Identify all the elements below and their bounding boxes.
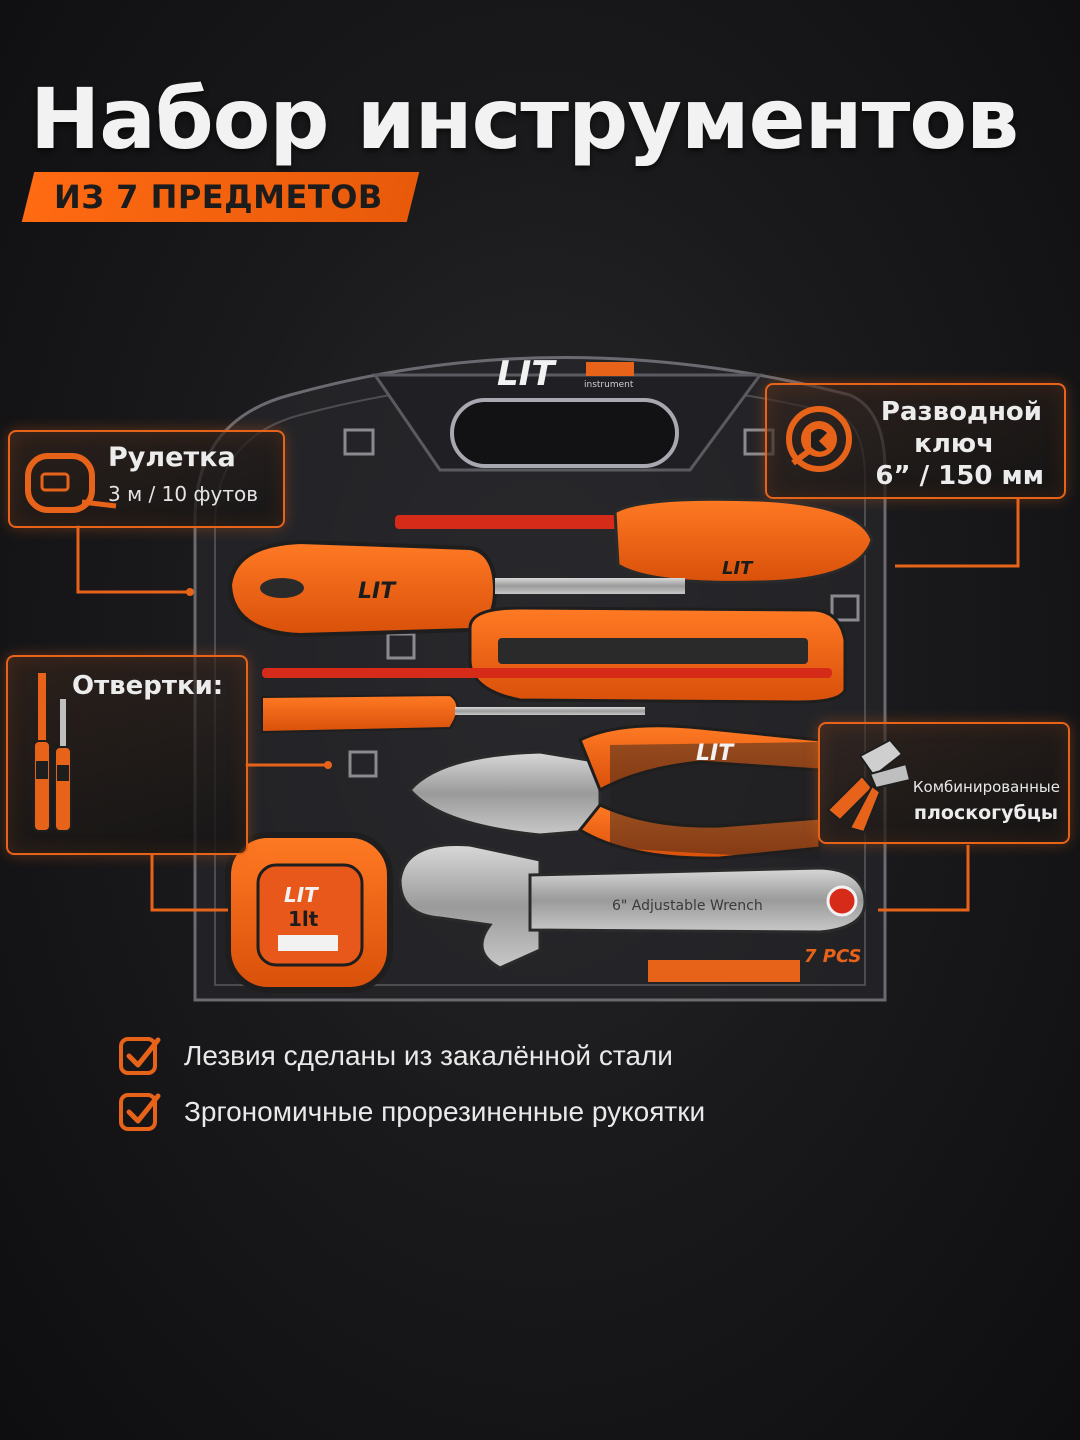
wrench-callout: Разводной ключ 6” / 150 мм	[765, 383, 1066, 499]
connector-line	[76, 525, 190, 594]
wrench-icon	[786, 406, 852, 472]
tape-logo: LIT	[284, 883, 319, 907]
tape-callout-title: Рулетка	[108, 442, 236, 473]
connector-dot	[186, 588, 194, 596]
wrench-callout-line1: Разводной	[880, 397, 1042, 427]
pliers-callout-line1: Комбинированные	[912, 778, 1060, 796]
tester-tip	[455, 707, 645, 715]
tape-callout-spec: 3 м / 10 футов	[108, 482, 259, 506]
wrench-callout-line3: 6” / 150 мм	[875, 461, 1044, 491]
screwdrivers-callout-title: Отвертки:	[72, 671, 224, 701]
wrench-callout-line2: ключ	[914, 429, 994, 459]
mount-square	[830, 594, 860, 622]
screwdriver-grip	[260, 578, 304, 598]
wrench-head	[398, 842, 542, 970]
feature-text: Лезвия сделаны из закалённой стали	[184, 1040, 673, 1071]
tape-measure-callout: Рулетка 3 м / 10 футов	[8, 430, 285, 528]
connector-line	[150, 853, 228, 912]
feature-list: Лезвия сделаны из закалённой стали Зргон…	[118, 1028, 705, 1140]
pliers-jaw	[408, 750, 602, 837]
screwdrivers-icon	[33, 673, 72, 832]
screwdriver-logo: LIT	[358, 579, 397, 604]
pliers-grip	[610, 742, 820, 860]
brand-logo-bars	[586, 362, 634, 376]
page-title: Набор инструментов	[30, 70, 1019, 168]
screwdriver-logo: LIT	[722, 558, 754, 579]
connector-line	[895, 498, 1020, 568]
screwdriver-shaft	[395, 515, 625, 529]
brand-logo: LIT	[497, 354, 557, 394]
wrench-text: 6" Adjustable Wrench	[612, 898, 763, 914]
feature-item: Зргономичные прорезиненные рукоятки	[118, 1084, 705, 1140]
feature-item: Лезвия сделаны из закалённой стали	[118, 1028, 705, 1084]
pcs-label: 7 PCS	[804, 946, 862, 967]
wrench-hole	[826, 885, 858, 917]
connector-dot	[324, 761, 332, 769]
tester-handle	[261, 693, 459, 734]
wrench-body	[528, 866, 867, 934]
brand-logo-sub: instrument	[584, 380, 634, 390]
knife-slider	[498, 638, 808, 664]
tape-size: 1lt	[288, 907, 319, 931]
pliers-icon	[826, 738, 912, 834]
connector-line	[878, 845, 970, 912]
pliers-callout: Комбинированные плоскогубцы	[818, 722, 1070, 844]
pliers-logo: LIT	[696, 741, 735, 766]
tape-measure-icon	[25, 453, 117, 513]
tape-barcode	[278, 935, 338, 951]
checkbox-icon	[119, 1037, 161, 1075]
bottom-label-strip	[648, 960, 800, 982]
pliers-callout-line2: плоскогубцы	[913, 802, 1058, 824]
screwdrivers-callout: Отвертки:	[6, 655, 248, 855]
screwdriver-shaft	[495, 578, 685, 594]
checkbox-icon	[119, 1093, 161, 1131]
mount-square	[348, 750, 378, 778]
handle-slot	[450, 398, 679, 468]
mount-square	[343, 428, 375, 456]
feature-text: Зргономичные прорезиненные рукоятки	[184, 1096, 706, 1127]
tester-shaft	[262, 668, 832, 678]
